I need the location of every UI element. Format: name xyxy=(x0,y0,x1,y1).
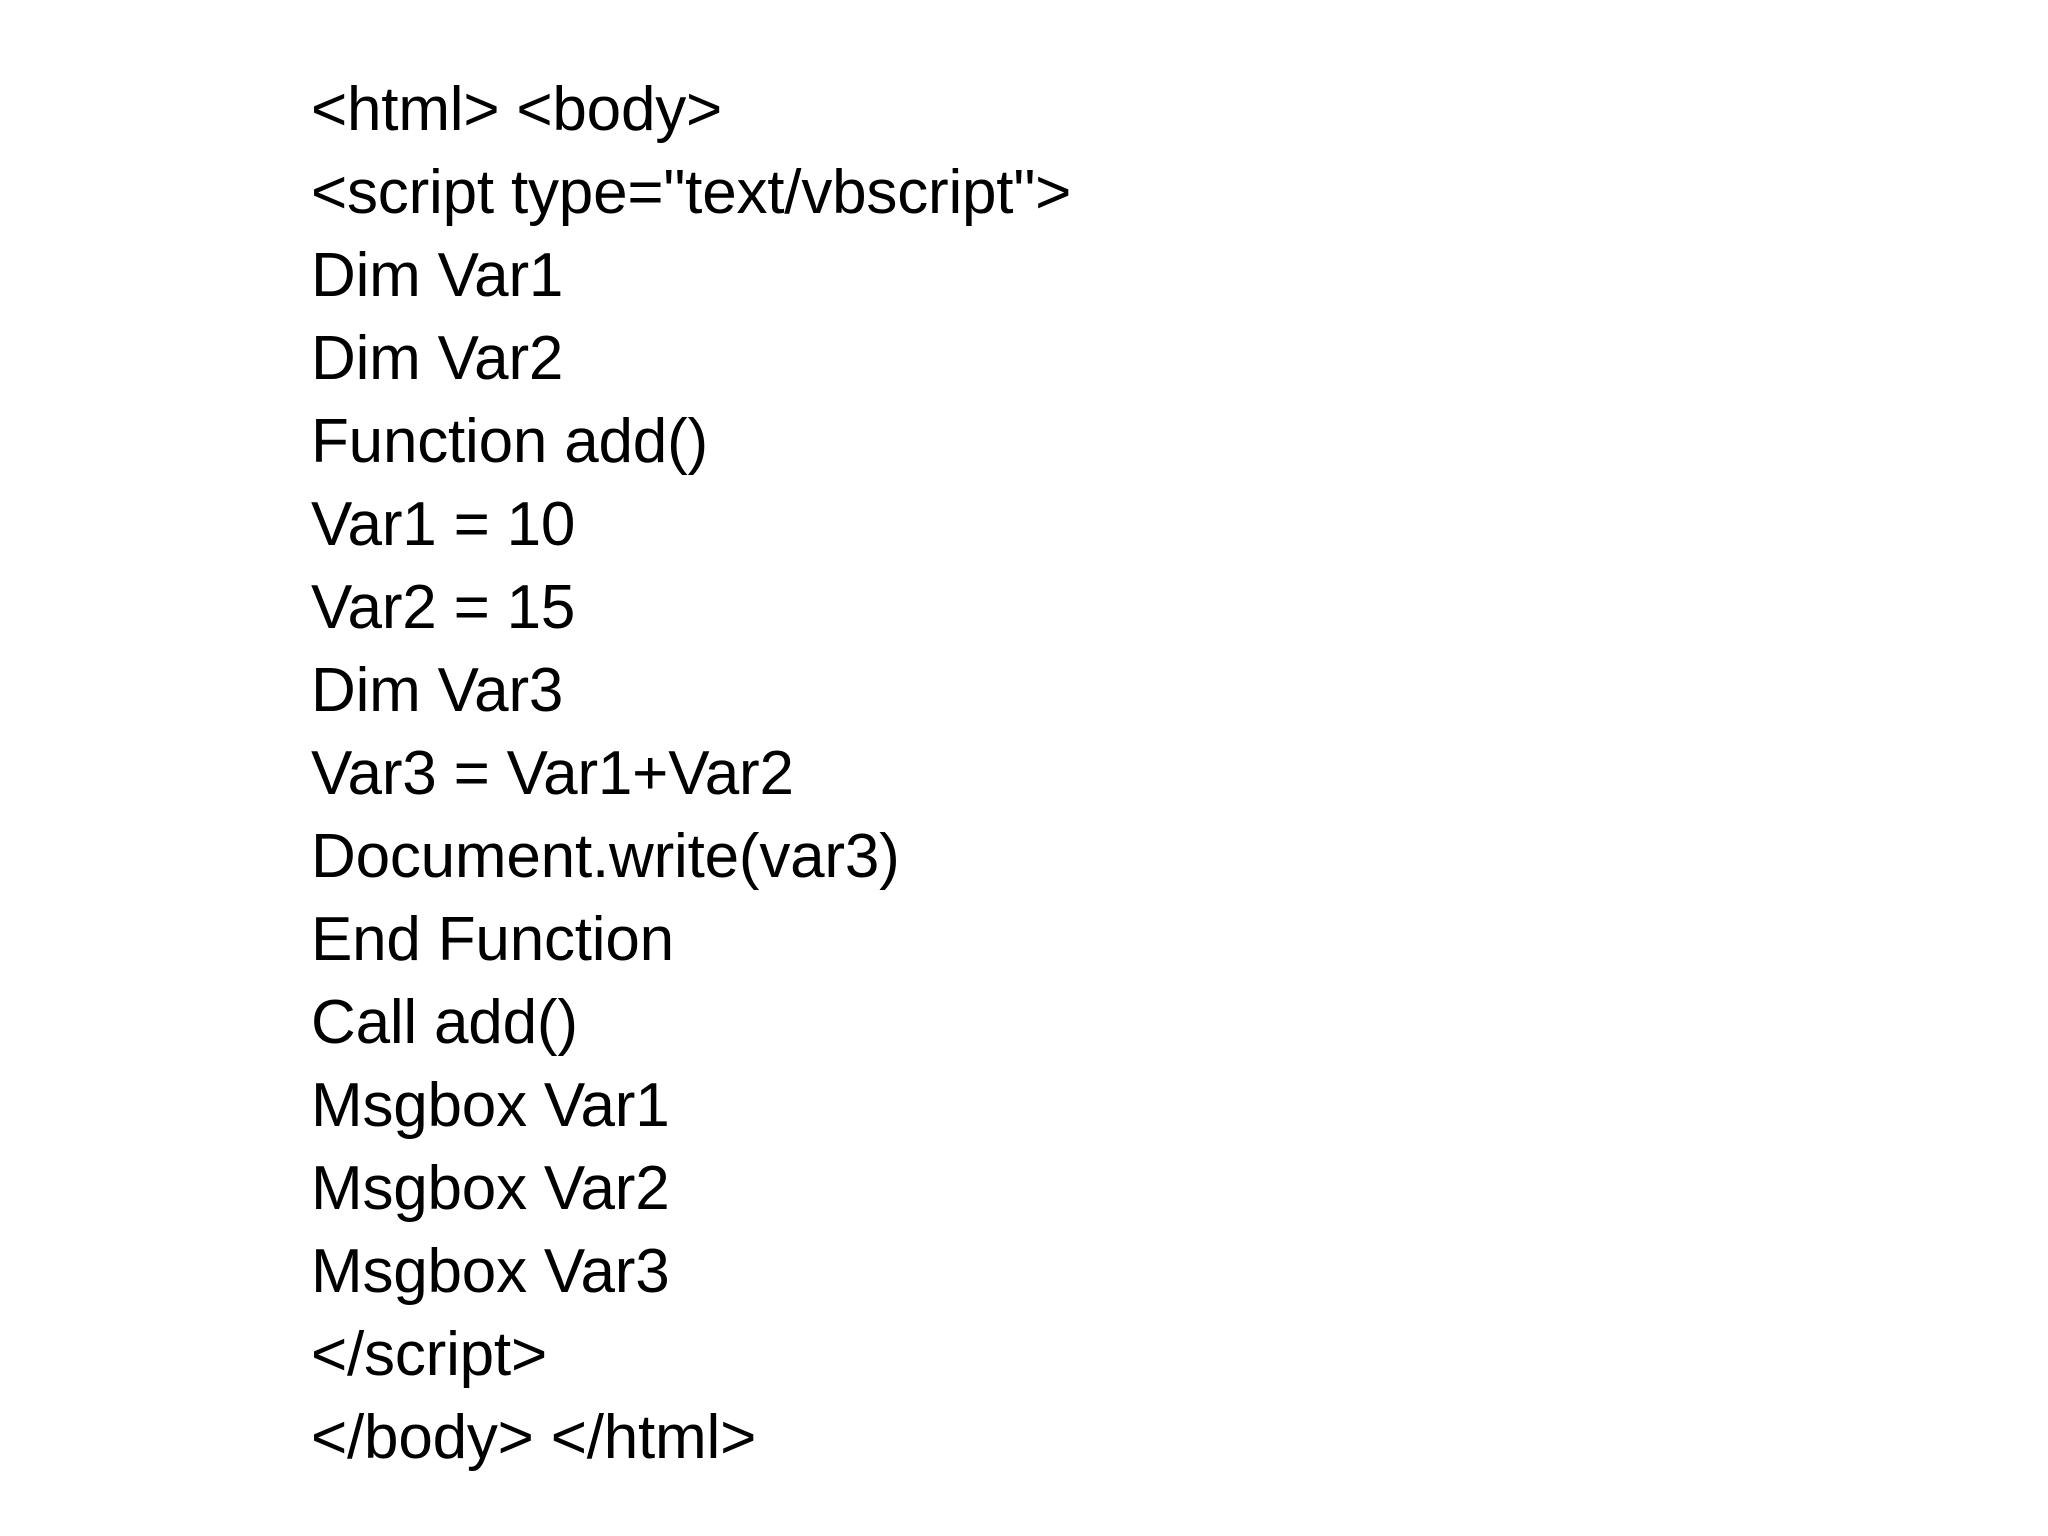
code-line: Dim Var3 xyxy=(311,656,564,725)
code-line: Call add() xyxy=(311,988,578,1057)
code-line: Msgbox Var3 xyxy=(311,1237,670,1306)
code-line: End Function xyxy=(311,905,674,974)
code-line: Function add() xyxy=(311,407,708,476)
code-line: Var1 = 10 xyxy=(311,490,576,559)
code-line: Var2 = 15 xyxy=(311,573,576,642)
code-line: </script> xyxy=(311,1320,547,1389)
code-line: Dim Var1 xyxy=(311,241,564,310)
code-line: </body> </html> xyxy=(311,1403,757,1472)
code-line: Var3 = Var1+Var2 xyxy=(311,739,794,808)
code-listing: <html> <body> <script type="text/vbscrip… xyxy=(311,68,1911,1479)
code-line: Msgbox Var1 xyxy=(311,1071,670,1140)
code-line: Document.write(var3) xyxy=(311,822,900,891)
code-line: Dim Var2 xyxy=(311,324,564,393)
code-line: <script type="text/vbscript"> xyxy=(311,158,1072,227)
code-line: Msgbox Var2 xyxy=(311,1154,670,1223)
code-line: <html> <body> xyxy=(311,75,723,144)
